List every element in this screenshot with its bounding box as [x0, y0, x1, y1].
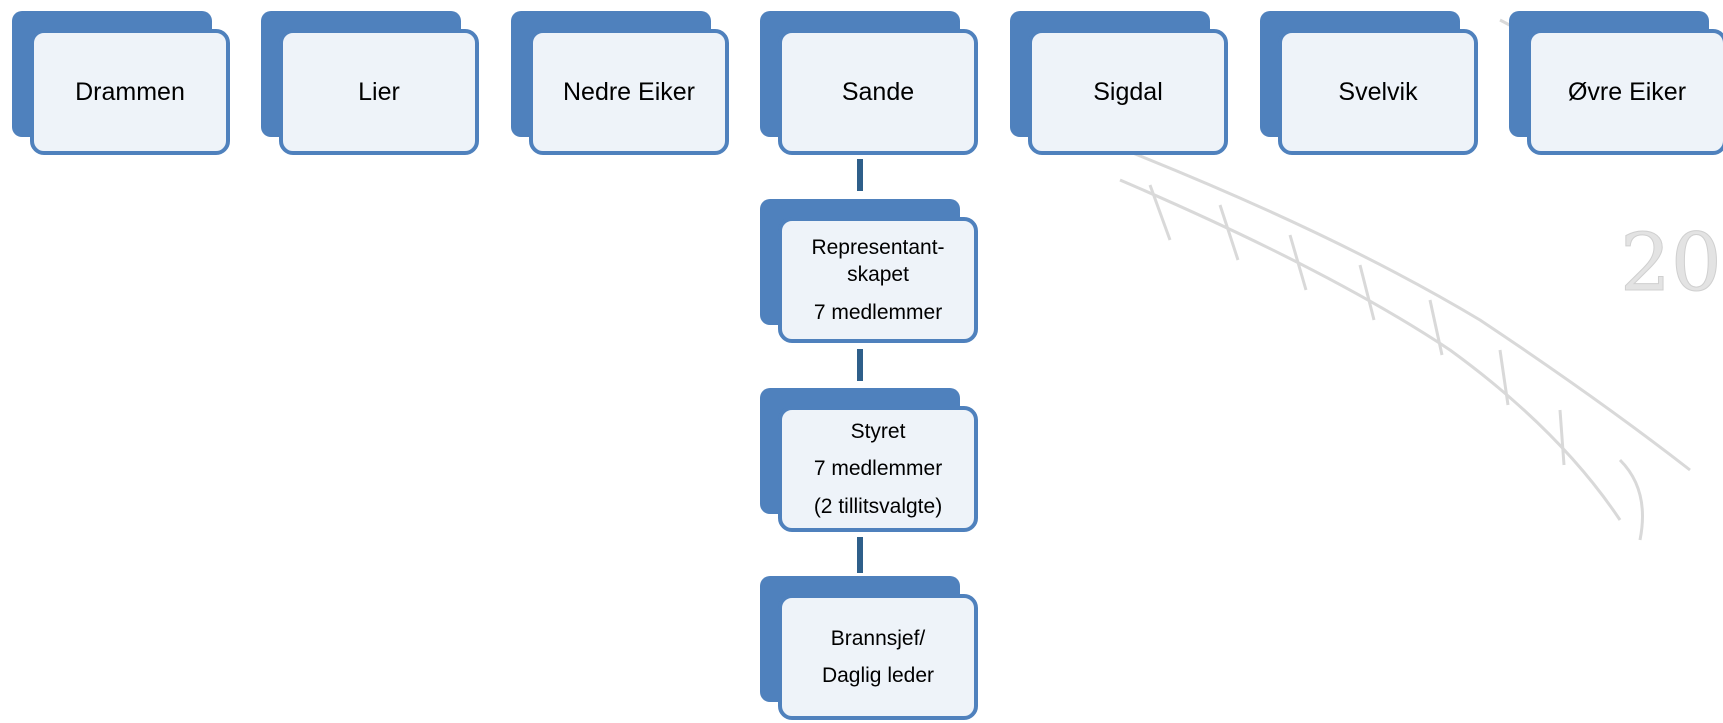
box-sigdal-card: Sigdal: [1028, 29, 1228, 155]
box-representantskapet-card: Representant- skapet 7 medlemmer: [778, 217, 978, 343]
representantskapet-line2: skapet: [847, 263, 909, 287]
brannsjef-title: Brannsjef/: [830, 626, 926, 650]
styret-elected: (2 tillitsvalgte): [813, 494, 943, 518]
representantskapet-members: 7 medlemmer: [813, 300, 943, 324]
label-ovre-eiker: Øvre Eiker: [1567, 77, 1687, 106]
box-styret-card: Styret 7 medlemmer (2 tillitsvalgte): [778, 406, 978, 532]
box-lier-card: Lier: [279, 29, 479, 155]
label-nedre-eiker: Nedre Eiker: [563, 77, 695, 106]
label-lier: Lier: [358, 77, 400, 106]
label-sigdal: Sigdal: [1093, 77, 1163, 106]
box-drammen-card: Drammen: [30, 29, 230, 155]
box-brannsjef-card: Brannsjef/ Daglig leder: [778, 594, 978, 720]
box-svelvik-card: Svelvik: [1278, 29, 1478, 155]
box-ovre-eiker-card: Øvre Eiker: [1527, 29, 1723, 155]
watermark-year: 200: [1620, 216, 1723, 309]
box-nedre-eiker-card: Nedre Eiker: [529, 29, 729, 155]
label-sande: Sande: [841, 77, 915, 106]
label-svelvik: Svelvik: [1338, 77, 1418, 106]
styret-members: 7 medlemmer: [813, 457, 943, 481]
styret-title: Styret: [850, 420, 906, 444]
box-sande-card: Sande: [778, 29, 978, 155]
representantskapet-line1: Representant-: [811, 236, 945, 260]
label-drammen: Drammen: [75, 77, 185, 106]
brannsjef-role: Daglig leder: [821, 664, 935, 687]
